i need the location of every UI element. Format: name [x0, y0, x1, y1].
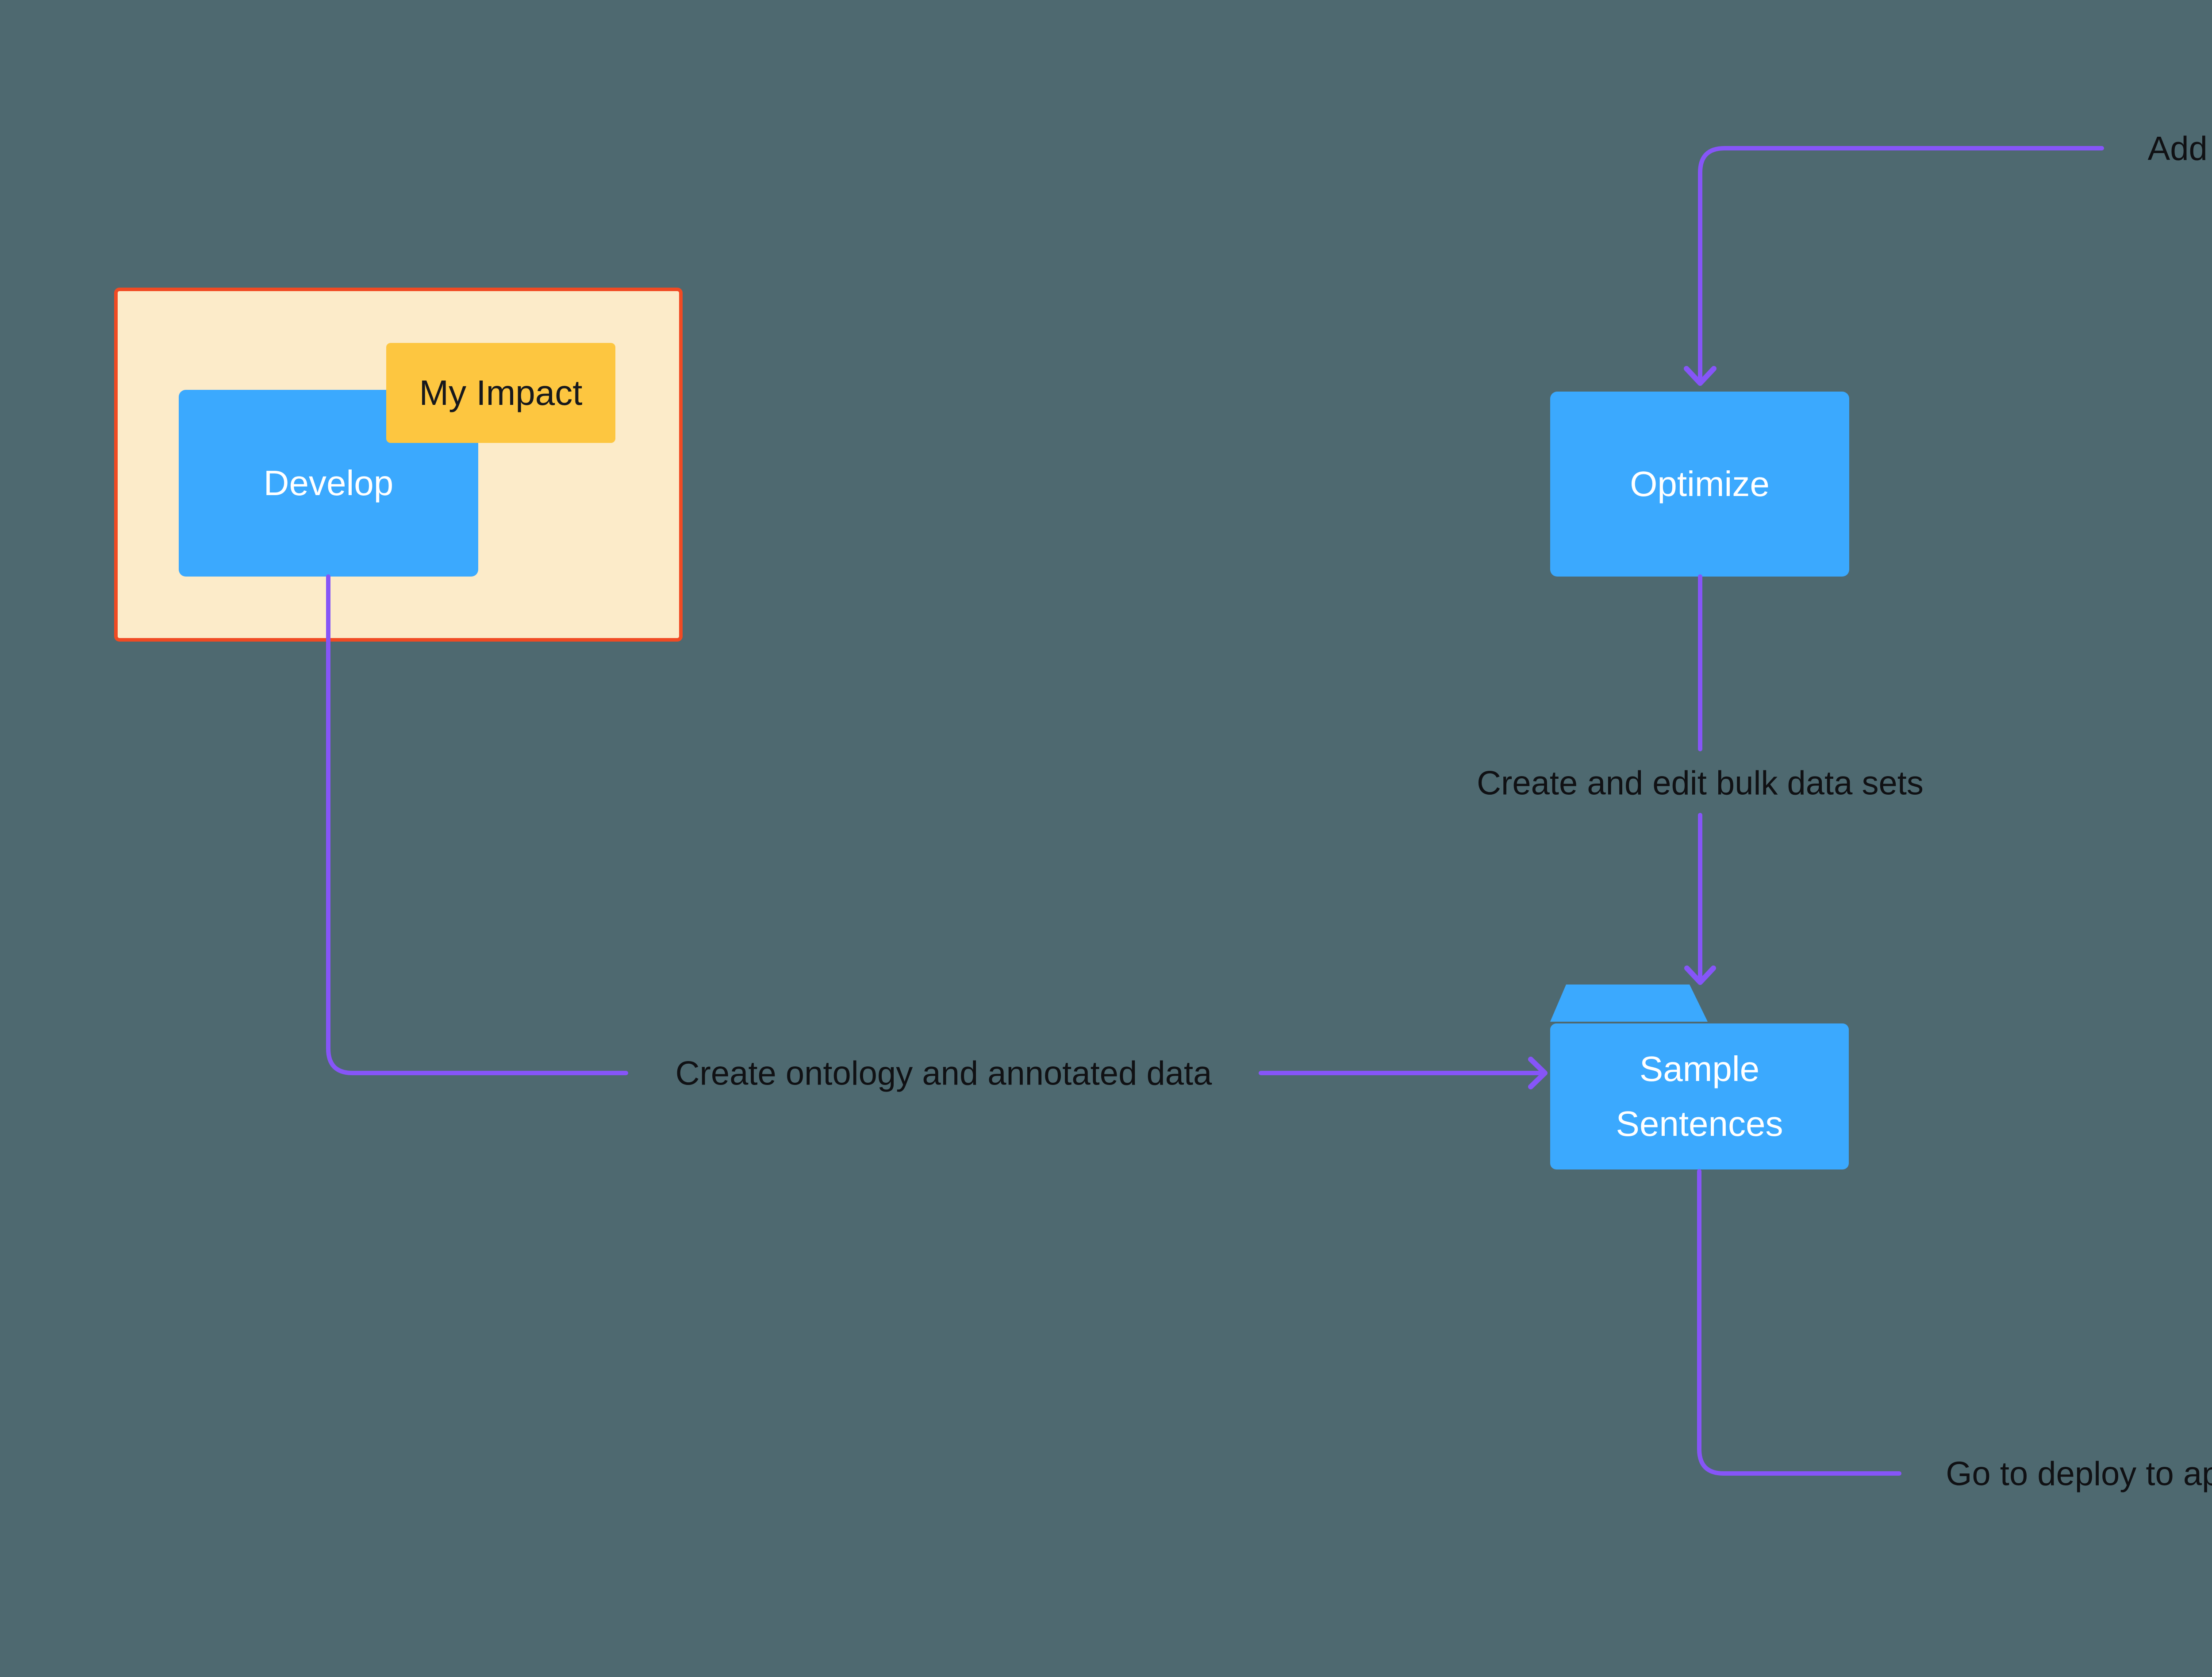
arrowhead-into-sample-top: [1684, 965, 1716, 985]
arrowhead-into-optimize: [1684, 366, 1717, 386]
node-sample-sentences-folder-tab[interactable]: [1550, 985, 1708, 1022]
node-optimize-label: Optimize: [1630, 464, 1770, 504]
sticky-my-impact-label: My Impact: [419, 373, 583, 412]
edge-label-create-ontology-and-annotated-data: Create ontology and annotated data: [675, 1054, 1212, 1092]
connector-discover-to-optimize-segment-end[interactable]: [1698, 146, 2104, 385]
node-sample-sentences[interactable]: Sample Sentences: [1550, 1023, 1849, 1169]
edge-label-go-to-deploy-to-app: Go to deploy to app: [1946, 1455, 2212, 1493]
node-sample-sentences-label: Sample Sentences: [1616, 1049, 1783, 1143]
arrowhead-into-sample-left: [1528, 1057, 1548, 1089]
connector-sample-to-manage-segment-start[interactable]: [1697, 1169, 1901, 1476]
node-optimize[interactable]: Optimize: [1550, 392, 1849, 577]
edge-label-add-real-user-data: Add real user data to NLU model: [2147, 130, 2212, 168]
connector-develop-to-sample-segment-start[interactable]: [326, 574, 628, 1075]
edge-label-create-and-edit-bulk-data-sets: Create and edit bulk data sets: [1477, 764, 1924, 802]
node-develop-label: Develop: [263, 463, 394, 503]
sticky-my-impact[interactable]: My Impact: [386, 343, 615, 443]
